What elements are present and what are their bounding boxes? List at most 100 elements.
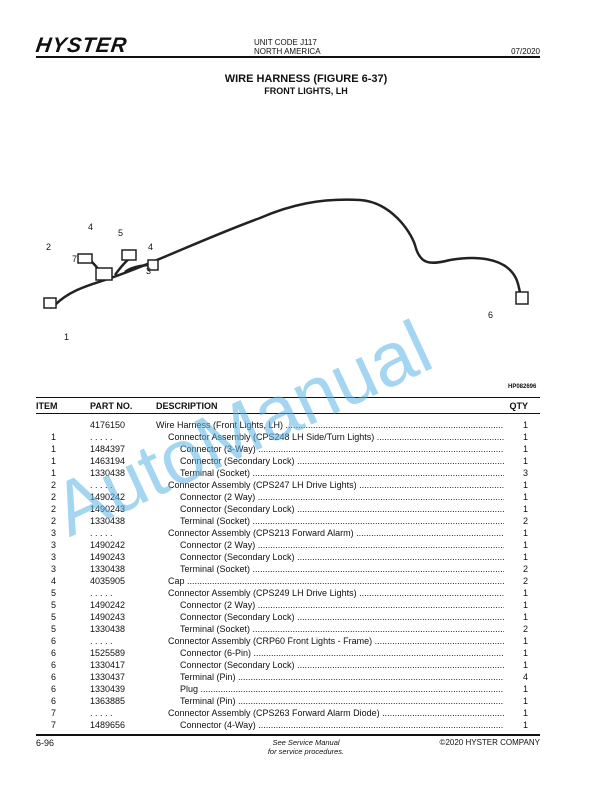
quantity: 3	[522, 468, 528, 478]
item-number: 6	[50, 672, 56, 682]
part-number: 4176150	[90, 420, 126, 430]
description: Terminal (Socket)	[180, 515, 504, 527]
part-number: 1490243	[90, 504, 126, 514]
quantity: 1	[522, 528, 528, 538]
description: Terminal (Socket)	[180, 467, 504, 479]
table-row: 4176150 Wire Harness (Front Lights, LH) …	[36, 419, 528, 431]
table-row: 5 1330438 Terminal (Socket) 2	[36, 623, 528, 635]
item-number: 5	[50, 588, 56, 598]
part-number: 1463194	[90, 456, 126, 466]
description-text: Connector (2 Way)	[180, 540, 256, 550]
quantity: 4	[522, 672, 528, 682]
description: Cap	[168, 575, 504, 587]
harness-figure: 1 2 3 4 4 5 6 7 HP082696	[43, 198, 537, 390]
callout-6: 6	[488, 310, 493, 320]
quantity: 1	[522, 588, 528, 598]
connector-5	[121, 249, 137, 261]
unit-code: UNIT CODE J117	[254, 38, 317, 47]
table-row: 7 1489656 Connector (4-Way) 1	[36, 719, 528, 731]
table-row: 5 1490242 Connector (2 Way) 1	[36, 599, 528, 611]
callout-7: 7	[72, 254, 77, 264]
item-number: 6	[50, 660, 56, 670]
quantity: 1	[522, 480, 528, 490]
part-number: 1525589	[90, 648, 126, 658]
part-number: 1490243	[90, 612, 126, 622]
footer-rule	[36, 734, 540, 736]
part-number: 1363885	[90, 696, 126, 706]
quantity: 1	[522, 612, 528, 622]
item-number: 6	[50, 684, 56, 694]
description-text: Connector (2 Way)	[180, 600, 256, 610]
item-number: 3	[50, 540, 56, 550]
table-row: 5 1490243 Connector (Secondary Lock) 1	[36, 611, 528, 623]
part-number: 1489656	[90, 720, 126, 730]
part-number: 1330438	[90, 516, 126, 526]
quantity: 1	[522, 720, 528, 730]
part-number: 1330438	[90, 468, 126, 478]
callout-3: 3	[146, 266, 151, 276]
date: 07/2020	[511, 47, 540, 56]
quantity: 1	[522, 708, 528, 718]
description: Connector Assembly (CPS249 LH Drive Ligh…	[168, 587, 504, 599]
part-number: 4035905	[90, 576, 126, 586]
header-part: PART NO.	[90, 401, 133, 411]
item-number: 5	[50, 624, 56, 634]
table-row: 1 . . . . . Connector Assembly (CPS248 L…	[36, 431, 528, 443]
table-row: 6 1330437 Terminal (Pin) 4	[36, 671, 528, 683]
item-number: 3	[50, 564, 56, 574]
item-number: 1	[50, 468, 56, 478]
header-description: DESCRIPTION	[156, 401, 218, 411]
description: Connector Assembly (CPS248 LH Side/Turn …	[168, 431, 504, 443]
copyright: ©2020 HYSTER COMPANY	[439, 738, 540, 747]
part-number: . . . . .	[90, 588, 113, 598]
quantity: 1	[522, 660, 528, 670]
table-row: 3 1490242 Connector (2 Way) 1	[36, 539, 528, 551]
description: Connector Assembly (CPS213 Forward Alarm…	[168, 527, 504, 539]
quantity: 1	[522, 600, 528, 610]
page-subtitle: FRONT LIGHTS, LH	[264, 86, 348, 96]
description-text: Connector (Secondary Lock)	[180, 456, 295, 466]
part-number: 1330438	[90, 564, 126, 574]
footer-note-1: See Service Manual	[272, 738, 340, 747]
callout-4b: 4	[148, 242, 153, 252]
description-text: Connector (Secondary Lock)	[180, 660, 295, 670]
description: Connector (2 Way)	[180, 491, 504, 503]
footer-note-2: for service procedures.	[267, 747, 345, 756]
item-number: 2	[50, 492, 56, 502]
item-number: 1	[50, 456, 56, 466]
item-number: 2	[50, 480, 56, 490]
part-number: 1330437	[90, 672, 126, 682]
table-row: 2 1330438 Terminal (Socket) 2	[36, 515, 528, 527]
item-number: 5	[50, 600, 56, 610]
quantity: 1	[522, 636, 528, 646]
part-number: 1484397	[90, 444, 126, 454]
quantity: 1	[522, 420, 528, 430]
description: Terminal (Socket)	[180, 623, 504, 635]
description-text: Cap	[168, 576, 185, 586]
table-row: 6 1330439 Plug 1	[36, 683, 528, 695]
quantity: 2	[522, 576, 528, 586]
part-number: 1490242	[90, 600, 126, 610]
connector-3	[147, 259, 159, 271]
item-number: 4	[50, 576, 56, 586]
quantity: 1	[522, 696, 528, 706]
connector-2	[77, 253, 93, 264]
part-number: 1330438	[90, 624, 126, 634]
item-number: 7	[50, 708, 56, 718]
description-text: Wire Harness (Front Lights, LH)	[156, 420, 284, 430]
table-row: 6 1363885 Terminal (Pin) 1	[36, 695, 528, 707]
description-text: Connector (Secondary Lock)	[180, 504, 295, 514]
description: Connector (4-Way)	[180, 719, 504, 731]
part-number: . . . . .	[90, 432, 113, 442]
description: Connector Assembly (CRP60 Front Lights -…	[168, 635, 504, 647]
table-row: 1 1463194 Connector (Secondary Lock) 1	[36, 455, 528, 467]
item-number: 7	[50, 720, 56, 730]
table-row: 6 1330417 Connector (Secondary Lock) 1	[36, 659, 528, 671]
description: Connector (Secondary Lock)	[180, 611, 504, 623]
table-top-rule	[36, 397, 540, 398]
figure-id: HP082696	[508, 384, 537, 390]
part-number: 1490242	[90, 540, 126, 550]
description-text: Connector Assembly (CPS249 LH Drive Ligh…	[168, 588, 357, 598]
table-row: 6 1525589 Connector (6-Pin) 1	[36, 647, 528, 659]
hyster-logo: HYSTER	[34, 34, 129, 57]
